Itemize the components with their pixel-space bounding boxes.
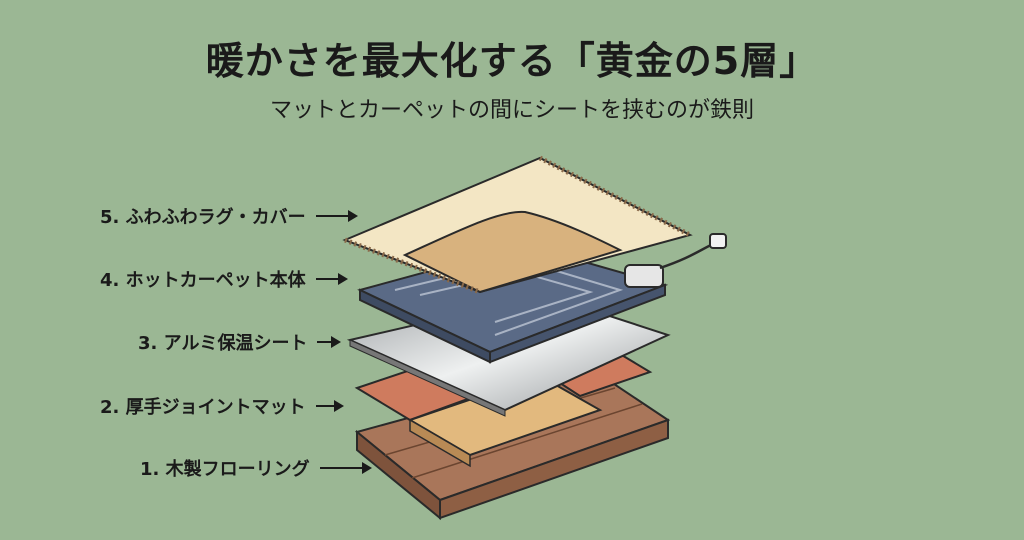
arrow-icon <box>319 462 372 474</box>
layer-label-4: 4. ホットカーペット本体 <box>100 266 348 292</box>
page-subtitle: マットとカーペットの間にシートを挟むのが鉄則 <box>269 98 754 123</box>
arrow-icon <box>315 273 348 285</box>
arrow-icon <box>315 210 358 222</box>
layer-label-5: 5. ふわふわラグ・カバー <box>100 203 358 229</box>
layer-label-1: 1. 木製フローリング <box>140 455 372 481</box>
layer-label-text: 1. 木製フローリング <box>140 459 310 480</box>
layer-label-text: 4. ホットカーペット本体 <box>100 270 306 291</box>
arrow-icon <box>317 336 342 348</box>
rug-layer <box>342 155 693 295</box>
layer-label-text: 2. 厚手ジョイントマット <box>100 397 306 418</box>
plug-icon <box>709 233 727 249</box>
page-title: 暖かさを最大化する「黄金の5層」 <box>205 39 819 83</box>
layer-label-2: 2. 厚手ジョイントマット <box>100 393 344 419</box>
layer-label-text: 3. アルミ保温シート <box>138 333 308 354</box>
layer-label-3: 3. アルミ保温シート <box>138 329 342 355</box>
arrow-icon <box>315 400 344 412</box>
layer-label-text: 5. ふわふわラグ・カバー <box>100 207 306 228</box>
